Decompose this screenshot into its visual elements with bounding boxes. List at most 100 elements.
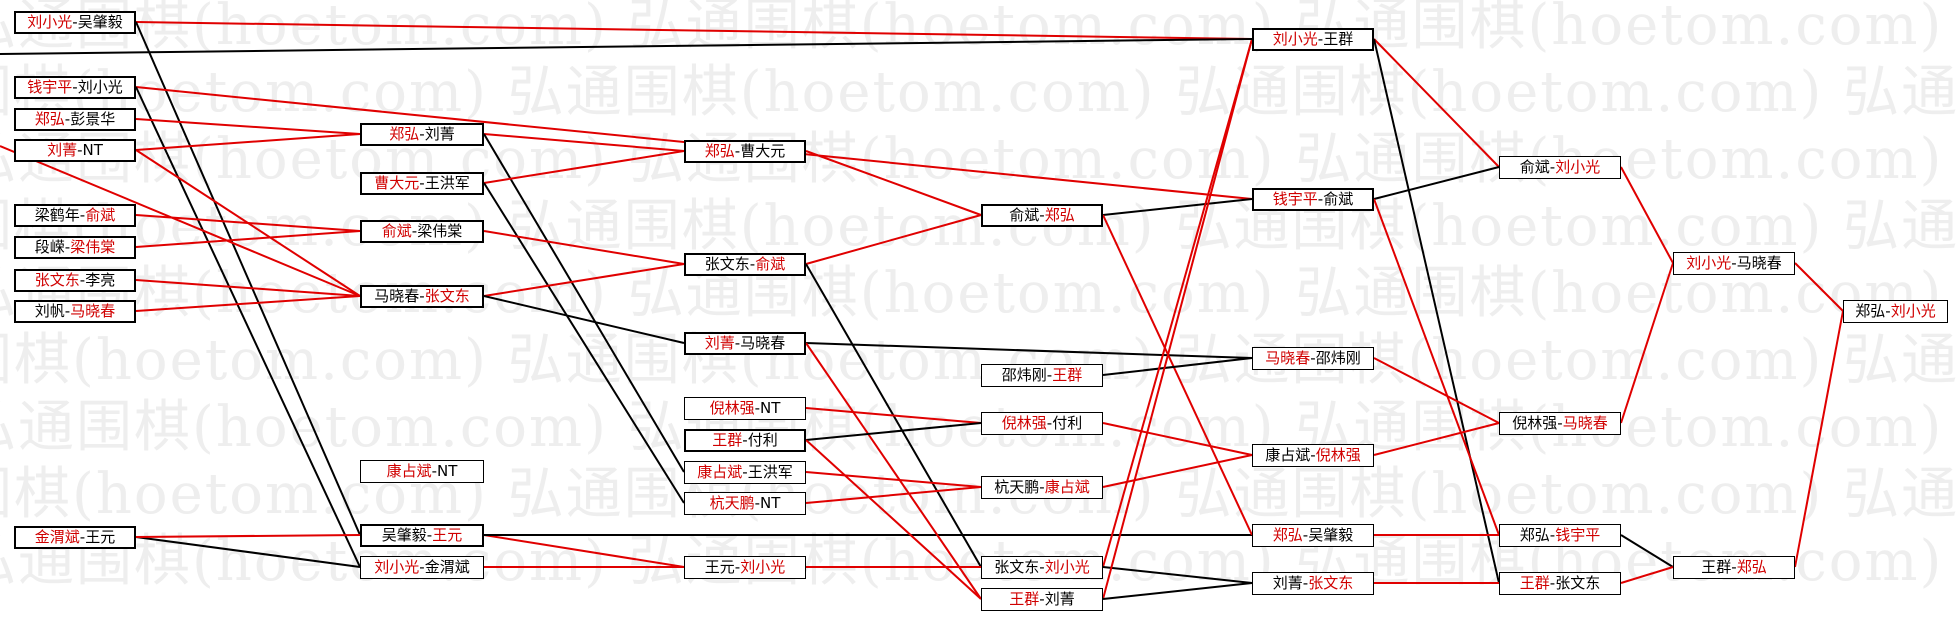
match-m39: 郑弘-钱宇平: [1499, 524, 1621, 547]
player-1: 郑弘: [34, 110, 65, 128]
connector-line: [805, 150, 982, 216]
connector-line: [1794, 310, 1844, 568]
separator: -: [1885, 302, 1891, 320]
separator: -: [1039, 206, 1045, 224]
match-m31: 刘小光-王群: [1252, 28, 1374, 51]
separator: -: [419, 287, 425, 305]
connector-line: [1102, 422, 1253, 456]
player-2: 康占斌: [1044, 478, 1090, 496]
separator: -: [1549, 526, 1556, 544]
separator: -: [734, 558, 741, 576]
separator: -: [419, 174, 425, 192]
match-m25: 俞斌-郑弘: [981, 204, 1103, 227]
player-2: 刘小光: [1044, 558, 1090, 576]
match-m35: 郑弘-吴肇毅: [1252, 524, 1374, 547]
connector-line: [1102, 582, 1253, 600]
match-m14: 康占斌-NT: [360, 460, 484, 483]
player-2: 刘菁: [424, 125, 455, 143]
player-1: 张文东: [994, 558, 1040, 576]
separator: -: [72, 78, 78, 96]
player-2: 张文东: [1308, 574, 1354, 592]
connector-line: [805, 342, 982, 600]
player-1: 邵炜刚: [1001, 366, 1047, 384]
connector-line: [135, 21, 361, 536]
connector-line: [483, 133, 685, 152]
match-m15: 吴肇毅-王元: [360, 524, 484, 547]
connector-line: [1620, 166, 1674, 264]
player-1: 俞斌: [1009, 206, 1040, 224]
match-m11: 曹大元-王洪军: [360, 172, 484, 195]
player-1: 倪林强: [1001, 414, 1047, 432]
match-m28: 杭天鹏-康占斌: [981, 476, 1103, 499]
separator: -: [1046, 366, 1053, 384]
connector-line: [805, 214, 982, 265]
player-1: 张文东: [34, 271, 80, 289]
player-1: 吴肇毅: [381, 526, 427, 544]
separator: -: [742, 431, 748, 449]
match-m5: 梁鹤年-俞斌: [14, 204, 136, 227]
connector-line: [483, 150, 685, 184]
connector-line: [135, 86, 361, 568]
player-2: 俞斌: [1323, 190, 1354, 208]
connector-line: [483, 182, 685, 504]
player-1: 王群: [1009, 590, 1040, 608]
player-2: 刘小光: [740, 558, 786, 576]
separator: -: [1557, 414, 1563, 432]
player-1: 张文东: [704, 255, 750, 273]
connector-line: [483, 295, 685, 344]
connector-line: [1102, 38, 1253, 600]
connector-line: [1102, 198, 1253, 216]
player-2: 吴肇毅: [1308, 526, 1354, 544]
player-1: 马晓春: [1265, 349, 1311, 367]
player-2: 王群: [1323, 30, 1354, 48]
player-1: 段嵘: [34, 238, 65, 256]
match-m21: 王群-付利: [684, 429, 806, 452]
player-1: 郑弘: [1272, 526, 1303, 544]
player-1: 杭天鹏: [709, 494, 755, 512]
separator: -: [1310, 349, 1316, 367]
match-m16: 刘小光-金渭斌: [360, 556, 484, 579]
separator: -: [734, 142, 741, 160]
player-1: 刘菁: [47, 141, 78, 159]
player-1: 王群: [712, 431, 743, 449]
separator: -: [1039, 558, 1045, 576]
separator: -: [754, 399, 761, 417]
player-2: 邵炜刚: [1315, 349, 1361, 367]
separator: -: [1046, 414, 1053, 432]
player-2: 刘菁: [1044, 590, 1075, 608]
player-1: 王元: [704, 558, 735, 576]
match-m6: 段嵘-梁伟棠: [14, 236, 136, 259]
match-m37: 俞斌-刘小光: [1499, 156, 1621, 179]
match-m34: 康占斌-倪林强: [1252, 444, 1374, 467]
match-m27: 倪林强-付利: [981, 412, 1103, 435]
player-2: 马晓春: [740, 334, 786, 352]
match-m26: 邵炜刚-王群: [981, 364, 1103, 387]
player-1: 钱宇平: [1272, 190, 1318, 208]
connector-line: [1794, 262, 1844, 312]
player-2: 曹大元: [740, 142, 786, 160]
player-2: 马晓春: [1562, 414, 1608, 432]
player-2: NT: [437, 462, 458, 480]
connector-line: [483, 230, 685, 265]
separator: -: [64, 110, 71, 128]
connector-line: [1373, 357, 1500, 424]
connector-line: [1373, 38, 1500, 584]
connector-line: [135, 133, 361, 151]
player-1: 郑弘: [704, 142, 735, 160]
separator: -: [1549, 158, 1556, 176]
connector-line: [805, 486, 982, 504]
separator: -: [72, 13, 78, 31]
separator: -: [754, 494, 761, 512]
separator: -: [749, 255, 756, 273]
player-1: 刘菁: [1272, 574, 1303, 592]
player-2: 刘小光: [1555, 158, 1601, 176]
player-1: 康占斌: [1265, 446, 1311, 464]
separator: -: [77, 141, 83, 159]
player-2: 吴肇毅: [77, 13, 123, 31]
player-1: 刘小光: [27, 13, 73, 31]
connector-line: [805, 342, 1253, 359]
separator: -: [419, 125, 425, 143]
connector-line: [1102, 214, 1253, 536]
connector-line: [1102, 566, 1253, 584]
